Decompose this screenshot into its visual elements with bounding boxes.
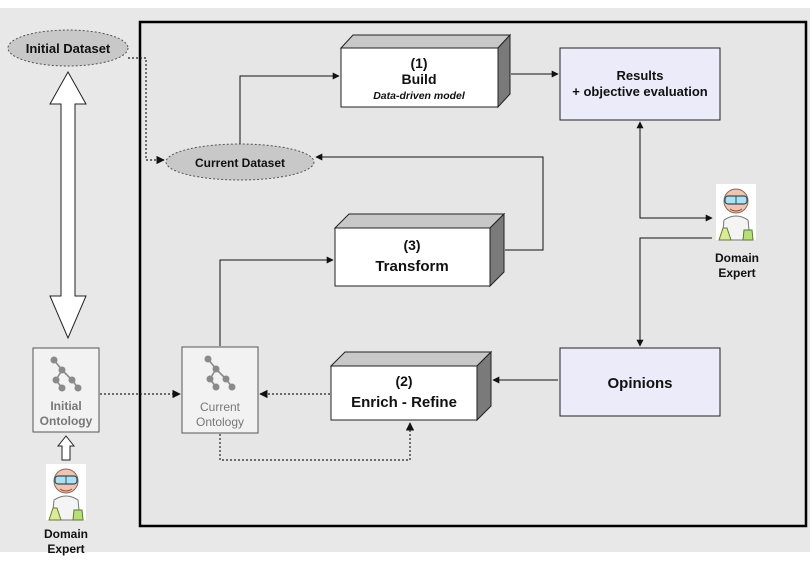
ontology-to-enrich-connector (219, 422, 415, 461)
ontology-to-transform-arrow (219, 256, 334, 346)
opinions-label: Opinions (608, 375, 673, 392)
initial-to-current-dataset-connector (128, 57, 165, 165)
expert-to-opinions-arrow (636, 237, 712, 347)
dataset-to-build-arrow (239, 72, 340, 144)
results-line2: + objective evaluation (572, 84, 708, 99)
initial-dataset-ellipse (7, 29, 129, 67)
build-box (339, 33, 512, 109)
build-title: Build (402, 71, 437, 87)
current-ontology-line2: Ontology (196, 415, 244, 429)
transform-number: (3) (403, 237, 420, 253)
current-ontology-line1: Current (200, 400, 241, 414)
results-box (559, 47, 721, 121)
enrich-number: (2) (395, 373, 412, 389)
domain-expert-left-line2: Expert (47, 542, 84, 556)
transform-title: Transform (375, 258, 448, 275)
results-line1: Results (617, 68, 664, 83)
transform-to-dataset-arrow (315, 153, 544, 251)
current-dataset-label: Current Dataset (195, 156, 285, 170)
initial-ontology-line2: Ontology (40, 414, 93, 428)
domain-expert-left-scientist-icon (45, 463, 87, 521)
initial-ontology-line1: Initial (50, 399, 81, 413)
opinions-box (559, 347, 721, 417)
build-number: (1) (410, 55, 427, 71)
domain-expert-left-line1: Domain (44, 527, 88, 541)
dataset-ontology-double-arrow (49, 70, 87, 340)
initial-ontology-box (32, 347, 100, 433)
expert-to-ontology-arrow (56, 435, 76, 461)
domain-expert-right-line2: Expert (718, 266, 755, 280)
domain-expert-right-line1: Domain (715, 251, 759, 265)
initial-dataset-label: Initial Dataset (26, 41, 111, 56)
results-expert-arrow (636, 121, 713, 222)
domain-expert-right-scientist-icon (715, 183, 757, 241)
current-ontology-box (181, 346, 259, 434)
transform-box (333, 212, 506, 288)
enrich-title: Enrich - Refine (351, 394, 457, 411)
build-subtitle: Data-driven model (373, 90, 466, 102)
enrich-refine-box (329, 350, 493, 422)
